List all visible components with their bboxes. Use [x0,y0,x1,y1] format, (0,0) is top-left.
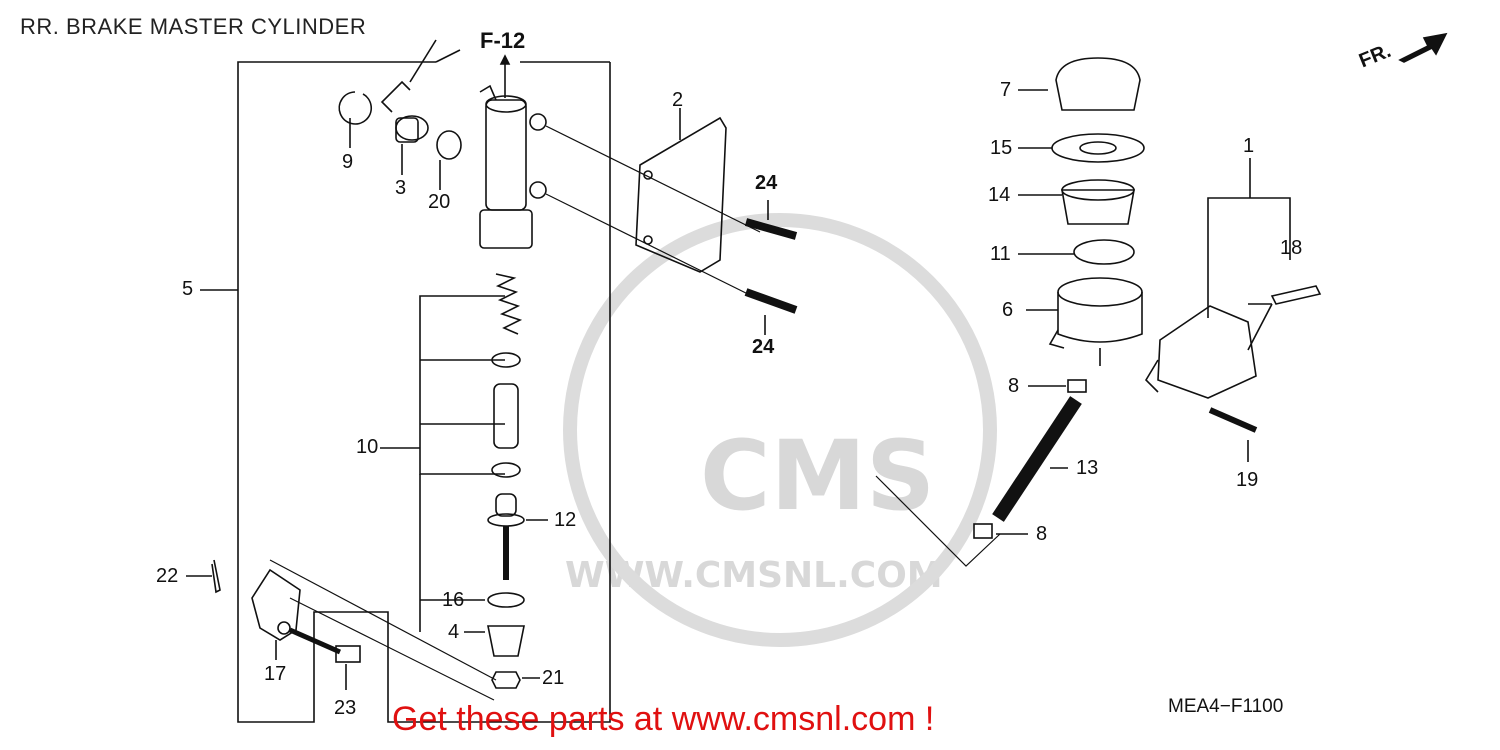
callout-15: 15 [990,137,1013,159]
callout-7: 7 [1000,79,1012,101]
bolt-24-lower [744,288,798,335]
watermark-ring [563,213,997,647]
plate-15 [1018,133,1145,163]
reservoir-hose-13 [992,396,1082,522]
clevis-pin-23 [288,627,361,690]
diagram-title: RR. BRAKE MASTER CYLINDER [20,14,367,39]
hose-clip-8-lower [973,523,1028,539]
piston-kit-10 [380,273,523,478]
nut-21 [491,671,540,689]
callout-4: 4 [448,621,460,643]
hose-clip-8-upper [1028,379,1087,393]
joint-3 [380,39,437,175]
callout-19: 19 [1236,469,1259,491]
assembly-bracket-5 [237,61,611,723]
callout-13: 13 [1076,457,1099,479]
callout-10: 10 [356,436,379,458]
callout-24-upper: 24 [755,172,778,194]
callout-3: 3 [395,177,407,199]
callout-8-upper: 8 [1008,375,1020,397]
push-rod-12 [487,493,548,580]
clevis-17 [251,568,301,660]
f12-arrowhead [499,54,511,65]
callout-6: 6 [1002,299,1014,321]
callout-16: 16 [442,589,465,611]
callout-22: 22 [156,565,179,587]
watermark-logo: CMS [700,420,936,532]
callout-5: 5 [182,278,194,300]
figure-reference: F-12 [480,28,526,53]
front-arrow-icon [1398,32,1448,63]
callout-23: 23 [334,697,357,719]
master-cylinder-body [479,84,547,249]
callout-18: 18 [1280,237,1303,259]
callout-14: 14 [988,184,1011,206]
float-11 [1018,239,1135,265]
boot-4 [464,625,525,657]
callout-1: 1 [1243,135,1255,157]
callout-24-lower: 24 [752,336,775,358]
circlip-9 [338,91,373,125]
diaphragm-14 [1018,179,1135,225]
screw-19 [1208,407,1258,462]
callout-17: 17 [264,663,287,685]
callout-2: 2 [672,89,684,111]
reservoir-cap-7 [1018,57,1141,111]
reservoir-cover-1 [1144,158,1291,399]
o-ring-20 [436,130,462,160]
label-seal-18 [1270,285,1322,305]
leader-line [875,475,1001,567]
leader-line [435,49,461,63]
diagram-code: MEA4−F1100 [1168,696,1284,717]
callout-9: 9 [342,151,354,173]
callout-12: 12 [554,509,577,531]
callout-21: 21 [542,667,565,689]
footer-link-text[interactable]: Get these parts at www.cmsnl.com ! [392,700,935,738]
callout-8-lower: 8 [1036,523,1048,545]
cotter-pin-22 [211,559,221,594]
callout-11: 11 [990,243,1011,265]
reservoir-6 [1026,277,1143,366]
bolt-24-upper [744,200,798,240]
circlip-16 [419,474,525,632]
callout-20: 20 [428,191,451,213]
